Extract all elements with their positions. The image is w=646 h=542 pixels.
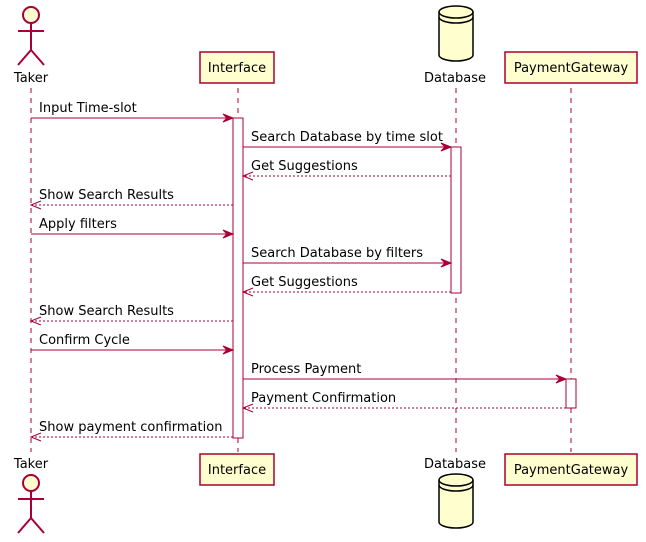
arrowhead-icon bbox=[241, 403, 254, 413]
message-label: Get Suggestions bbox=[251, 275, 358, 290]
arrowhead-icon bbox=[241, 287, 254, 297]
arrowhead-icon bbox=[29, 432, 42, 442]
database-label-bottom: Database bbox=[424, 457, 486, 472]
message-4: Show Search Results bbox=[29, 188, 233, 210]
arrowhead-icon bbox=[29, 200, 42, 210]
message-label: Confirm Cycle bbox=[39, 333, 130, 348]
message-9: Confirm Cycle bbox=[31, 333, 235, 355]
arrowhead-icon bbox=[440, 258, 453, 268]
gateway-participant-top: PaymentGateway bbox=[504, 51, 638, 84]
message-5: Apply filters bbox=[31, 217, 235, 239]
message-label: Search Database by filters bbox=[251, 246, 423, 261]
interface-activation bbox=[232, 117, 244, 439]
database-icon bbox=[438, 5, 474, 62]
taker-actor-bottom: Taker bbox=[13, 457, 49, 534]
gateway-activation bbox=[565, 378, 577, 409]
message-label: Input Time-slot bbox=[39, 101, 137, 116]
message-10: Process Payment bbox=[243, 362, 568, 384]
message-1: Input Time-slot bbox=[31, 101, 235, 123]
interface-label-top: Interface bbox=[208, 61, 266, 76]
message-label: Process Payment bbox=[251, 362, 361, 377]
message-label: Payment Confirmation bbox=[251, 391, 396, 406]
arrowhead-icon bbox=[222, 113, 235, 123]
message-8: Show Search Results bbox=[29, 304, 233, 326]
taker-label-top: Taker bbox=[13, 71, 49, 86]
message-11: Payment Confirmation bbox=[241, 391, 566, 413]
interface-label-bottom: Interface bbox=[208, 463, 266, 478]
message-2: Search Database by time slot bbox=[243, 130, 453, 152]
gateway-participant-bottom: PaymentGateway bbox=[504, 453, 638, 486]
arrowhead-icon bbox=[222, 229, 235, 239]
taker-label-bottom: Taker bbox=[13, 457, 49, 472]
message-label: Show Search Results bbox=[39, 304, 174, 319]
interface-participant-top: Interface bbox=[199, 51, 275, 84]
message-12: Show payment confirmation bbox=[29, 420, 233, 442]
taker-actor-top: Taker bbox=[13, 6, 49, 86]
database-icon bbox=[438, 473, 474, 529]
database-participant-bottom: Database bbox=[424, 457, 486, 529]
database-activation bbox=[450, 146, 462, 294]
actor-icon bbox=[17, 6, 45, 66]
message-label: Show payment confirmation bbox=[39, 420, 222, 435]
message-6: Search Database by filters bbox=[243, 246, 453, 268]
arrowhead-icon bbox=[440, 142, 453, 152]
interface-participant-bottom: Interface bbox=[199, 453, 275, 486]
message-3: Get Suggestions bbox=[241, 159, 451, 181]
gateway-label-bottom: PaymentGateway bbox=[514, 463, 629, 478]
actor-icon bbox=[17, 474, 45, 534]
gateway-label-top: PaymentGateway bbox=[514, 61, 629, 76]
message-label: Search Database by time slot bbox=[251, 130, 443, 145]
arrowhead-icon bbox=[222, 345, 235, 355]
message-label: Apply filters bbox=[39, 217, 117, 232]
database-participant-top: Database bbox=[424, 5, 486, 86]
arrowhead-icon bbox=[555, 374, 568, 384]
database-label-top: Database bbox=[424, 71, 486, 86]
arrowhead-icon bbox=[241, 171, 254, 181]
message-label: Get Suggestions bbox=[251, 159, 358, 174]
arrowhead-icon bbox=[29, 316, 42, 326]
message-label: Show Search Results bbox=[39, 188, 174, 203]
message-7: Get Suggestions bbox=[241, 275, 451, 297]
